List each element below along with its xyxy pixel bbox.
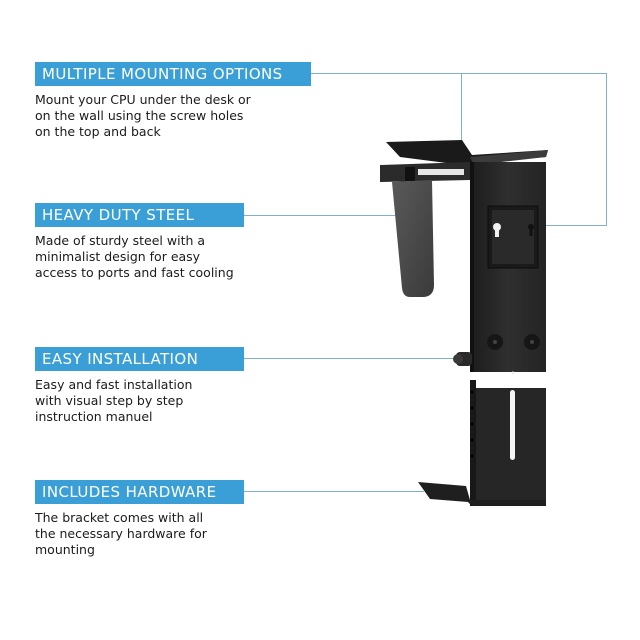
feature-title: HEAVY DUTY STEEL [35,203,244,227]
connector-line-steel [244,215,396,216]
feature-description: Made of sturdy steel with a minimalist d… [35,233,234,280]
feature-title: EASY INSTALLATION [35,347,244,371]
feature-easy-installation: EASY INSTALLATION Easy and fast installa… [35,347,244,425]
connector-line-hardware [244,491,424,492]
connector-line-mounting-mid [461,73,462,153]
feature-title: INCLUDES HARDWARE [35,480,244,504]
connector-line-mounting-right [606,73,607,225]
feature-description: Mount your CPU under the desk or on the … [35,92,251,139]
feature-description: The bracket comes with all the necessary… [35,510,207,557]
connector-line-mounting-bottom [546,225,607,226]
connector-line-mounting [311,73,607,74]
feature-heavy-duty-steel: HEAVY DUTY STEEL Made of sturdy steel wi… [35,203,244,281]
feature-description: Easy and fast installation with visual s… [35,377,193,424]
connector-line-installation [244,358,454,359]
feature-title: MULTIPLE MOUNTING OPTIONS [35,62,311,86]
feature-includes-hardware: INCLUDES HARDWARE The bracket comes with… [35,480,244,558]
feature-multiple-mounting: MULTIPLE MOUNTING OPTIONS Mount your CPU… [35,62,311,140]
